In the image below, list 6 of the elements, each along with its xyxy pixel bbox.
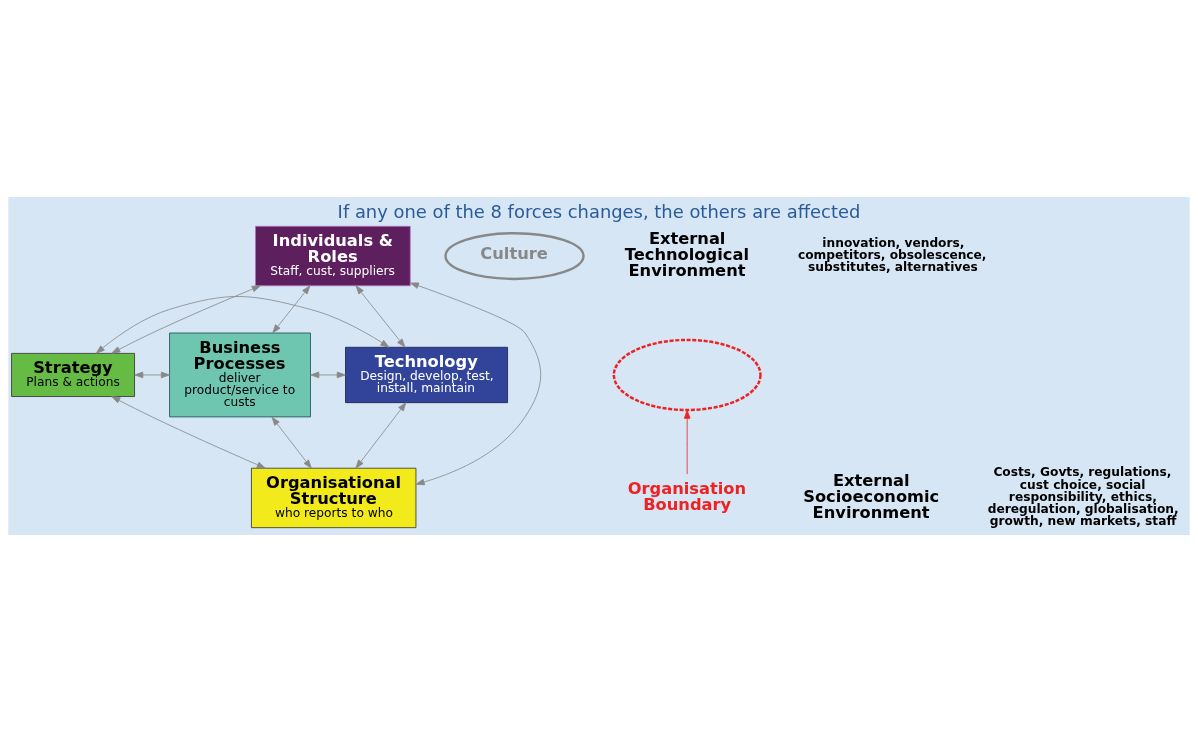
diagram-title: If any one of the 8 forces changes, the others are affected — [337, 200, 861, 222]
label: External Technological Environment — [624, 228, 749, 280]
label: External Socioeconomic Environment — [803, 470, 940, 522]
node-text: Organisation Boundary — [627, 478, 747, 514]
label: innovation, vendors, competitors, obsolescence, substitutes, alternatives — [797, 235, 987, 274]
label: Costs, Govts, regulations, cust choice, social responsibility, ethics, deregulation, globalisation, growth, new markets, staff — [987, 464, 1179, 528]
